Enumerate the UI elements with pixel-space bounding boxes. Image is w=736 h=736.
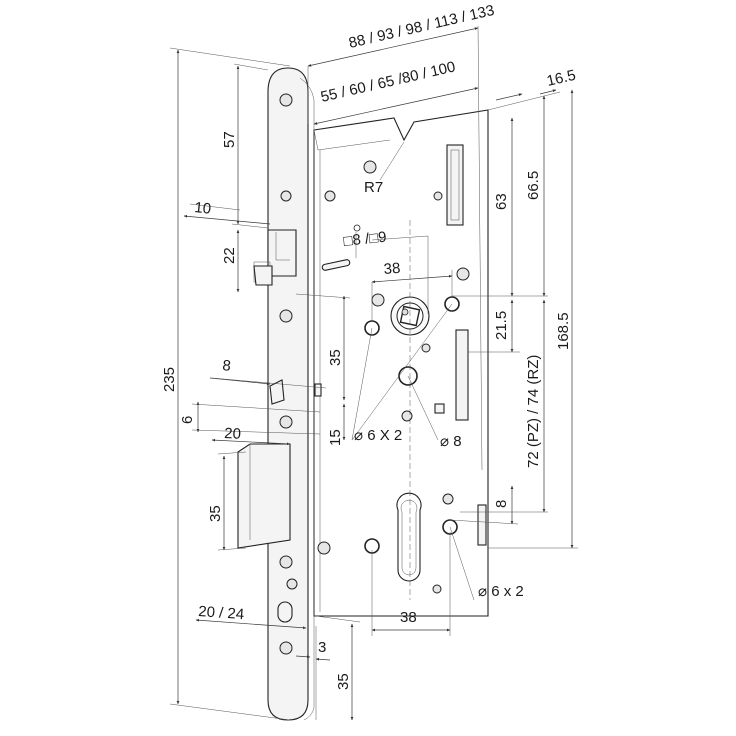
label-case-top-offset: 66.5 bbox=[525, 171, 542, 200]
label-cylinder-spacing: 8 bbox=[493, 500, 510, 508]
label-faceplate-thickness: 3 bbox=[318, 639, 326, 656]
label-bottom-offset: 35 bbox=[335, 673, 352, 690]
label-bolt-height: 35 bbox=[207, 505, 224, 522]
edge-tab bbox=[477, 504, 487, 546]
label-follower-spacing: 38 bbox=[383, 260, 401, 278]
auxiliary-latch bbox=[269, 379, 322, 405]
deadbolt bbox=[237, 443, 291, 549]
label-follower-to-case: 21.5 bbox=[493, 311, 510, 340]
label-follower-to-cylinder: 72 (PZ) / 74 (RZ) bbox=[525, 355, 542, 468]
label-bolt-width: 20 bbox=[224, 425, 242, 443]
label-faceplate-width: 20 / 24 bbox=[198, 603, 245, 623]
label-latch-width: 10 bbox=[194, 199, 212, 218]
small-square bbox=[434, 403, 445, 414]
label-case-depth: 16.5 bbox=[545, 67, 577, 90]
latch bbox=[253, 229, 297, 286]
spring-slot bbox=[321, 224, 361, 271]
label-case-height: 168.5 bbox=[555, 312, 572, 350]
label-latch-to-aux: 35 bbox=[327, 349, 344, 366]
label-fix-holes-bottom: ⌀ 6 x 2 bbox=[478, 583, 524, 600]
label-fix-holes-top: ⌀ 6 X 2 bbox=[354, 427, 402, 444]
label-faceplate-top: 57 bbox=[221, 131, 238, 148]
label-radius: R7 bbox=[364, 179, 383, 196]
lower-slot bbox=[455, 329, 469, 421]
label-backset: 55 / 60 / 65 /80 / 100 bbox=[319, 58, 457, 106]
case-mounting-holes bbox=[317, 160, 470, 594]
dimension-lines bbox=[169, 25, 578, 721]
label-cylinder-holes-spacing: 38 bbox=[400, 609, 417, 626]
label-latch-height: 22 bbox=[221, 247, 238, 264]
label-aux-width: 8 bbox=[222, 357, 232, 375]
label-faceplate-length: 235 bbox=[161, 367, 178, 392]
label-aux-height: 6 bbox=[179, 416, 196, 424]
upper-slot bbox=[446, 144, 464, 226]
label-top-widths: 88 / 93 / 98 / 113 / 133 bbox=[347, 2, 496, 52]
cylinder-profile bbox=[396, 492, 422, 582]
label-aux-to-bolt: 15 bbox=[327, 429, 344, 446]
label-screw-hole: ⌀ 8 bbox=[440, 433, 462, 450]
label-cam-offset: 63 bbox=[493, 193, 510, 210]
label-square: □8 /□9 bbox=[343, 229, 388, 250]
